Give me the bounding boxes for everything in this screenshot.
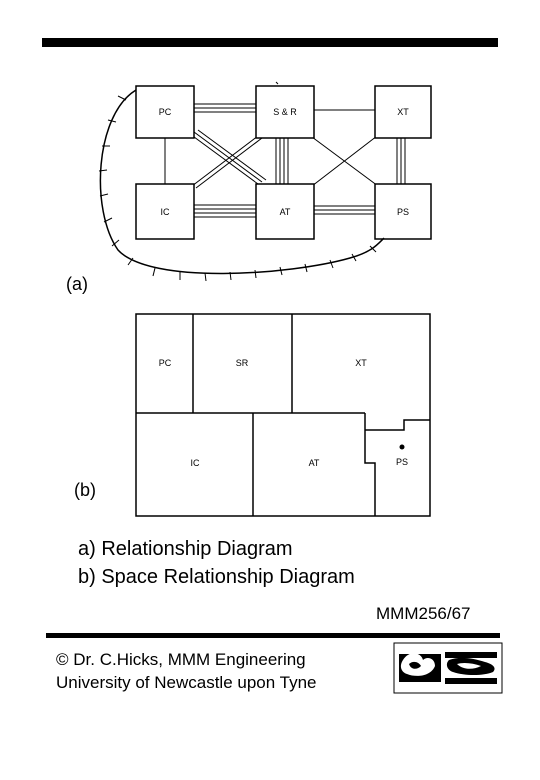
node-box-at [255,183,315,240]
caption-relationship-diagram: a) Relationship Diagram [78,538,293,560]
negative-relationship-ticks [98,95,377,282]
credit-line-university: University of Newcastle upon Tyne [56,673,317,692]
node-box-ic [135,183,195,240]
top-rule [42,38,498,47]
ps-marker-dot [399,444,405,450]
node-label-ic: IC [161,207,171,217]
credit-line-author: © Dr. C.Hicks, MMM Engineering [56,650,306,669]
space-labels: PC SR XT IC AT PS (b) [74,358,408,500]
space-label-ic: IC [191,458,201,468]
relationship-links [164,103,406,218]
bottom-rule [46,633,500,638]
space-outline [135,313,431,517]
relationship-diagram-a [98,81,432,282]
relationship-node-labels: PC S & R XT IC AT PS (a) [66,107,409,294]
diagram-a-label: (a) [66,274,88,294]
node-label-at: AT [280,207,291,217]
node-box-sr [255,85,315,139]
node-label-xt: XT [397,107,409,117]
space-label-pc: PC [159,358,172,368]
space-label-xt: XT [355,358,367,368]
node-box-pc [135,85,195,139]
node-box-ps [374,183,432,240]
negative-relationship-curve [99,89,385,275]
space-label-sr: SR [236,358,249,368]
node-label-sr: S & R [273,107,297,117]
credit-block: © Dr. C.Hicks, MMM Engineering Universit… [56,648,316,694]
university-crest-logo [393,642,503,694]
space-label-at: AT [309,458,320,468]
node-label-pc: PC [159,107,172,117]
node-label-ps: PS [397,207,409,217]
caption-space-relationship-diagram: b) Space Relationship Diagram [78,566,355,588]
space-label-ps: PS [396,457,408,467]
slide-reference: MMM256/67 [376,604,471,623]
diagram-b-label: (b) [74,480,96,500]
space-relationship-diagram-b [135,313,431,517]
node-box-xt [374,85,432,139]
